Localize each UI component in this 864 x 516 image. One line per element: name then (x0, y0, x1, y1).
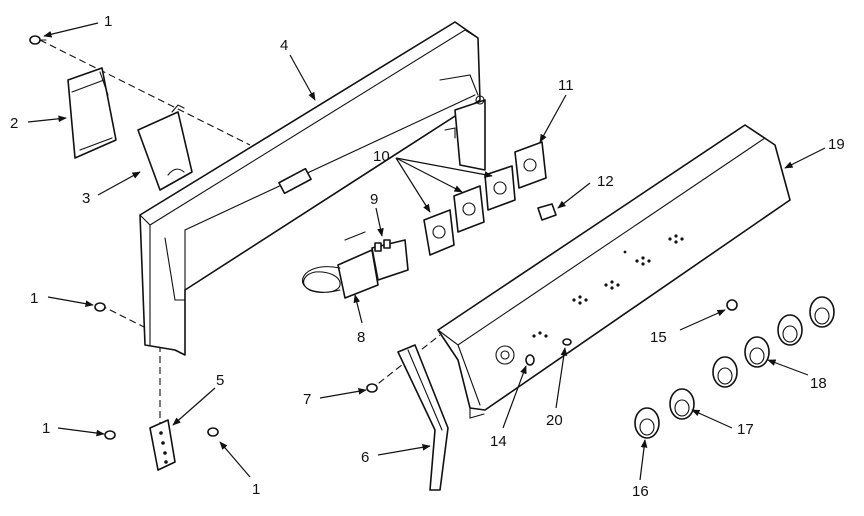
callout-11: 11 (558, 77, 574, 94)
knob (777, 314, 803, 346)
screw-7 (366, 383, 378, 393)
knob (712, 356, 738, 388)
callout-15: 15 (650, 329, 667, 346)
support-bar (397, 344, 449, 491)
indicator-light (537, 203, 557, 221)
mounting-plate (137, 104, 193, 191)
leader-lines (27, 22, 826, 481)
callout-7: 7 (303, 391, 311, 408)
callout-20: 20 (546, 412, 563, 429)
callout-5: 5 (216, 372, 224, 389)
knob (669, 388, 695, 420)
switch-4 (514, 141, 547, 189)
knob (634, 407, 660, 439)
callout-4: 4 (280, 37, 288, 54)
hinge-bracket (149, 419, 176, 471)
callout-19: 19 (828, 136, 845, 153)
knob (809, 296, 835, 328)
control-panel (437, 124, 791, 419)
callout-1-left: 1 (30, 290, 38, 307)
knob (744, 336, 770, 368)
callout-2: 2 (10, 115, 18, 132)
callout-1-top: 1 (104, 13, 112, 30)
callout-6: 6 (361, 449, 369, 466)
callout-12: 12 (597, 173, 614, 190)
switch-1 (423, 209, 455, 256)
side-bracket (67, 67, 117, 159)
screw-bottom-right (207, 427, 219, 437)
callout-14: 14 (490, 433, 507, 450)
screw-20 (562, 338, 572, 346)
backguard-panel (139, 21, 486, 356)
thermostat (302, 231, 409, 299)
callout-17: 17 (737, 421, 754, 438)
callout-18: 18 (810, 375, 827, 392)
clip-14 (525, 354, 535, 366)
callout-16: 16 (632, 483, 649, 500)
callout-1-bottom-right: 1 (252, 481, 260, 498)
knob-small-15 (726, 299, 738, 311)
switch-2 (453, 185, 485, 233)
callout-3: 3 (82, 190, 90, 207)
callout-1-bottom-left: 1 (42, 420, 50, 437)
callouts: 1 2 3 4 1 5 1 1 7 6 8 9 10 11 12 19 15 1… (10, 13, 845, 500)
switch-3 (484, 165, 516, 211)
screw-bottom-left (104, 430, 116, 440)
screw-left (94, 302, 106, 312)
callout-8: 8 (357, 329, 365, 346)
screw-top (29, 35, 47, 45)
callout-9: 9 (370, 191, 378, 208)
callout-10: 10 (373, 148, 390, 165)
